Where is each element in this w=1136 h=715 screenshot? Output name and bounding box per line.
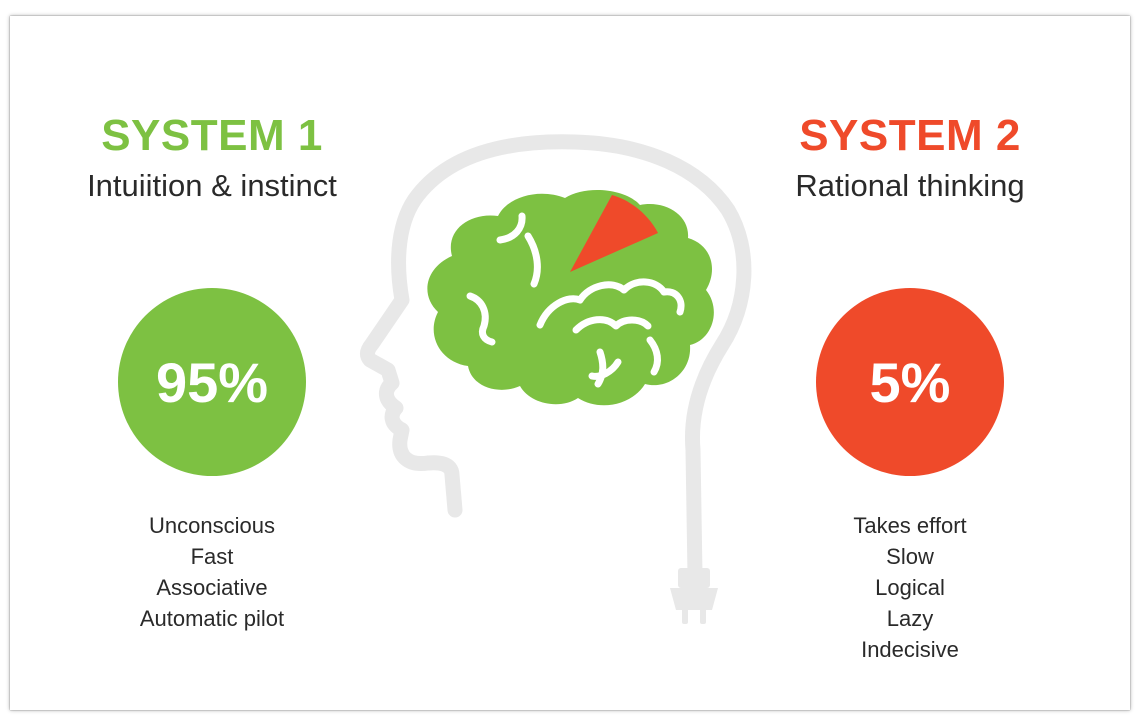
system2-percent: 5% <box>869 350 951 414</box>
system2-traits-list: Takes effort Slow Logical Lazy Indecisiv… <box>730 510 1090 665</box>
system1-percent-circle: 95% <box>118 288 306 476</box>
system1-trait: Fast <box>190 544 234 569</box>
system1-subtitle: Intuiition & instinct <box>87 168 337 203</box>
system1-traits-list: Unconscious Fast Associative Automatic p… <box>32 510 392 634</box>
system2-percent-circle: 5% <box>816 288 1004 476</box>
brain-icon <box>427 189 714 406</box>
system2-trait: Indecisive <box>861 637 959 662</box>
system1-percent: 95% <box>155 350 269 414</box>
plug-icon <box>670 568 718 624</box>
system2-panel: SYSTEM 2 Rational thinking 5% Takes effo… <box>730 110 1090 665</box>
system2-title: SYSTEM 2 <box>799 111 1021 160</box>
system2-trait: Slow <box>886 544 934 569</box>
system2-trait: Lazy <box>886 606 934 631</box>
system1-trait: Unconscious <box>149 513 275 538</box>
system1-title: SYSTEM 1 <box>101 111 323 160</box>
system1-trait: Automatic pilot <box>139 606 285 631</box>
system1-panel: SYSTEM 1 Intuiition & instinct 95% Uncon… <box>32 110 392 634</box>
head-outline-icon <box>360 134 752 583</box>
system2-subtitle: Rational thinking <box>795 168 1025 203</box>
system2-trait: Logical <box>875 575 945 600</box>
system1-trait: Associative <box>156 575 268 600</box>
system2-trait: Takes effort <box>853 513 967 538</box>
